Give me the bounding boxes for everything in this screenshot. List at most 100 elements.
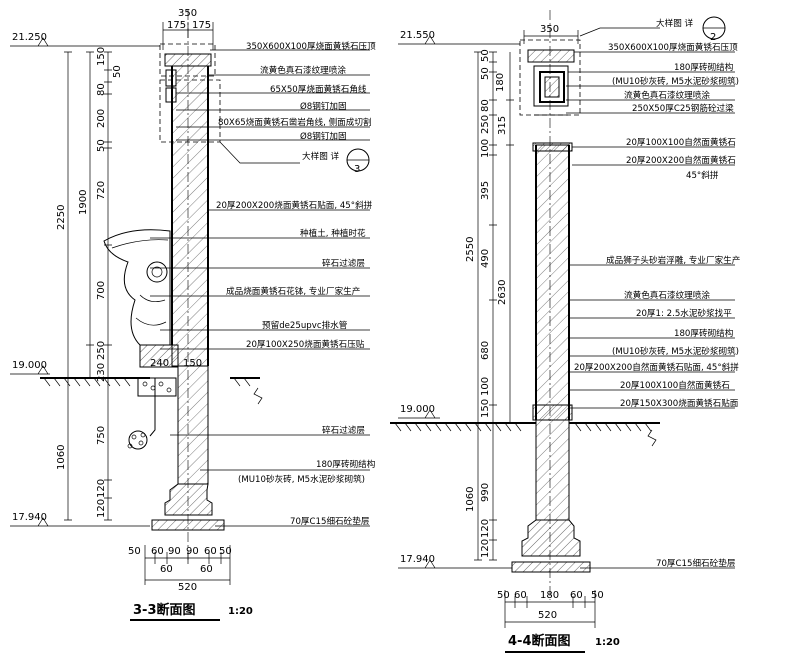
dim-label: 1060	[465, 487, 476, 512]
dim-label: 150	[480, 399, 491, 418]
section-title: 3-3断面图	[133, 602, 196, 618]
plinth-dim: 240	[150, 358, 169, 369]
note-label: 碎石过滤层	[322, 424, 365, 436]
plinth-cap	[139, 344, 179, 368]
base-dim: 60	[160, 564, 173, 575]
note-label: 20厚150X300烧面黄锈石贴面	[620, 397, 739, 409]
elevation-mark: 19.000	[12, 360, 47, 371]
base-dim: 60	[200, 564, 213, 575]
plinth-dim: 150	[183, 358, 202, 369]
base-dim: 60	[151, 546, 164, 557]
coping-stone	[527, 49, 575, 63]
left-leaders	[150, 49, 370, 527]
dim-label: 250	[480, 115, 491, 134]
note-label: 20厚100X100自然面黄锈石	[626, 136, 736, 148]
base-dim: 180	[540, 590, 559, 601]
flower-bowl	[103, 229, 171, 346]
dim-label: 490	[480, 249, 491, 268]
elevation-mark: 21.550	[400, 30, 435, 41]
elevation-mark: 17.940	[12, 512, 47, 523]
elevation-mark: 19.000	[400, 404, 435, 415]
elevation-mark: 21.250	[12, 32, 47, 43]
dim-label: 100	[480, 139, 491, 158]
dim-label: 100	[480, 377, 491, 396]
lower-shaft	[535, 419, 570, 521]
note-label: 20厚100X100自然面黄锈石	[620, 379, 730, 391]
dim-label: 750	[96, 426, 107, 445]
note-label: 350X600X100厚烧面黄锈石压顶	[246, 40, 376, 52]
base-dim: 60	[514, 590, 527, 601]
base-dim: 520	[538, 610, 557, 621]
elevation-mark: 17.940	[400, 554, 435, 565]
dim-label: 1900	[78, 190, 89, 215]
dim-label: 50	[480, 67, 491, 80]
right-column-structure	[390, 10, 660, 600]
note-label: 碎石过滤层	[322, 257, 365, 269]
detail-callout-label: 大样图 详	[302, 150, 340, 162]
dim-label: 200	[96, 109, 107, 128]
footing	[164, 483, 213, 516]
note-label: 80X65烧面黄锈石凿岩角线, 侧面成切割	[218, 116, 372, 128]
note-label: 250X50厚C25钢筋砼过梁	[632, 102, 734, 114]
lower-shaft	[177, 365, 209, 485]
dim-label: 120	[480, 539, 491, 558]
note-label: 20厚200X200自然面黄锈石	[626, 154, 736, 166]
upper-shaft	[535, 144, 570, 421]
detail-callout-number: 3	[354, 164, 360, 175]
section-3-3: 350 175 175 150 50 80 200 50 720 700 250…	[10, 8, 376, 621]
right-elevations: 21.550 19.000 17.940	[398, 30, 520, 569]
base-dim: 60	[570, 590, 583, 601]
note-label: 20厚200X200自然面黄锈石贴面, 45°斜拼	[574, 361, 739, 373]
base-dim: 50	[497, 590, 510, 601]
concrete-pad	[511, 561, 591, 573]
note-label: 流黄色真石漆纹理喷涂	[624, 289, 710, 301]
left-elevations: 21.250 19.000 17.940	[10, 32, 160, 527]
top-dim: 175	[192, 20, 211, 31]
left-title-block: 3-3断面图 1:20	[130, 602, 253, 621]
note-label: 种植土, 种植时花	[300, 227, 366, 239]
dim-label: 230	[96, 363, 107, 382]
detail-callout-label: 大样图 详	[656, 17, 694, 29]
dim-label: 180	[495, 73, 506, 92]
note-label: 180厚砖砌结构	[674, 61, 734, 73]
dim-label: 680	[480, 341, 491, 360]
right-notes: 大样图 详 2 350X600X100厚烧面黄锈石压顶 180厚砖砌结构 (MU…	[574, 17, 740, 569]
note-label: (MU10砂灰砖, M5水泥砂浆砌筑)	[238, 473, 365, 485]
right-dimensions: 350 50 50 180 80 250 100 395 490 680 100…	[465, 24, 604, 628]
dim-label: 2630	[497, 280, 508, 305]
dim-label: 2250	[56, 205, 67, 230]
note-label: 20厚200X200烧面黄锈石贴面, 45°斜拼	[216, 199, 373, 211]
dim-label: 50	[96, 139, 107, 152]
note-label: 180厚砖砌结构	[316, 458, 376, 470]
base-dim: 520	[178, 582, 197, 593]
dim-label: 120	[96, 479, 107, 498]
dim-label: 720	[96, 181, 107, 200]
right-title-block: 4-4断面图 1:20	[505, 633, 620, 653]
footing	[521, 519, 581, 557]
dim-label: 700	[96, 281, 107, 300]
note-label: (MU10砂灰砖, M5水泥砂浆砌筑)	[612, 75, 739, 87]
left-notes: 350X600X100厚烧面黄锈石压顶 流黄色真石漆纹理喷涂 65X50厚烧面黄…	[216, 40, 376, 527]
left-dimensions: 350 175 175 150 50 80 200 50 720 700 250…	[56, 8, 232, 593]
note-label: 成品烧面黄锈石花钵, 专业厂家生产	[226, 285, 360, 297]
base-dim: 90	[168, 546, 181, 557]
right-leaders	[566, 16, 735, 569]
dim-label: 2550	[465, 237, 476, 262]
note-label: 180厚砖砌结构	[674, 327, 734, 339]
top-dim: 175	[167, 20, 186, 31]
note-label: Ø8钢钉加固	[300, 130, 347, 142]
note-label: 流黄色真石漆纹理喷涂	[260, 64, 346, 76]
dim-label: 990	[480, 483, 491, 502]
dim-label: 150	[96, 47, 107, 66]
dim-label: 80	[480, 99, 491, 112]
lintel-beam	[539, 71, 565, 103]
note-label: 350X600X100厚烧面黄锈石压顶	[608, 41, 738, 53]
left-column-structure	[40, 10, 263, 560]
base-dim: 50	[591, 590, 604, 601]
upper-shaft	[171, 65, 209, 367]
section-scale: 1:20	[228, 606, 253, 617]
dim-label: 315	[497, 116, 508, 135]
dim-label: 120	[96, 499, 107, 518]
coping-stone	[164, 53, 212, 67]
